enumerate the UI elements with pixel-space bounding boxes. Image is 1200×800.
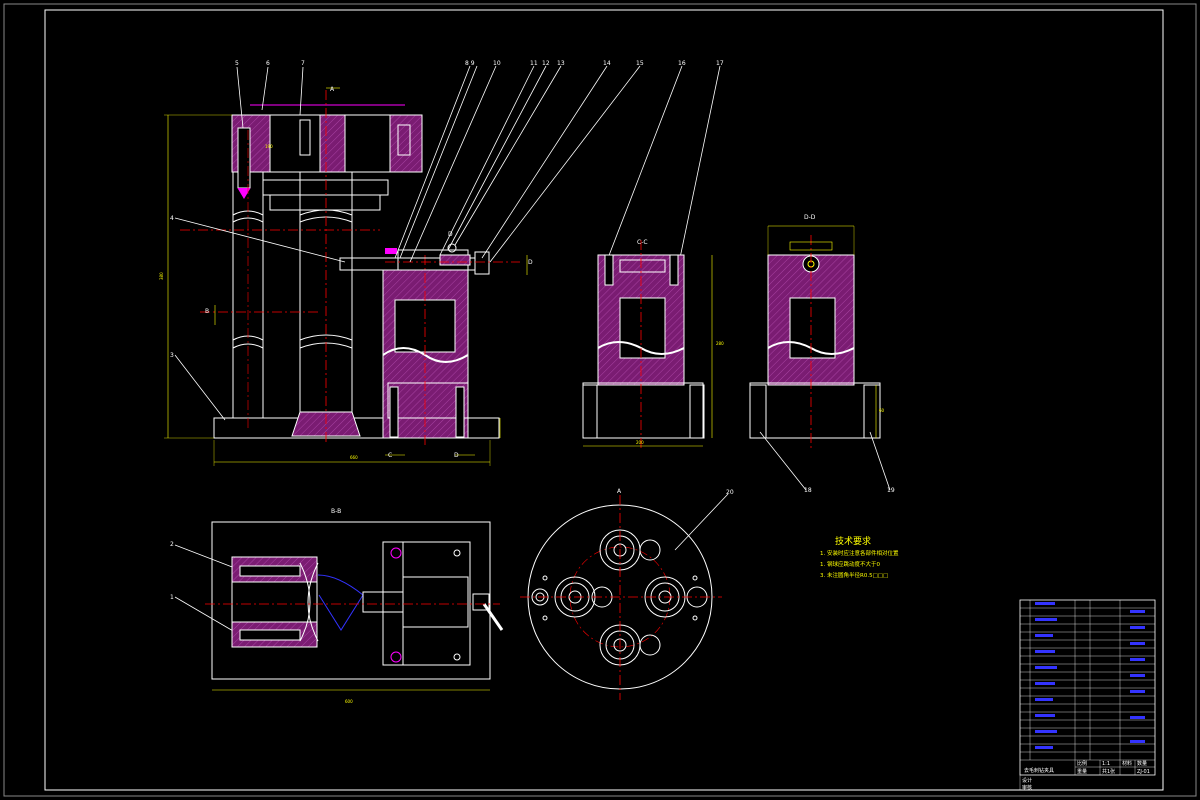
callout-2: 2 [170, 541, 174, 548]
callout-8-9: 8 9 [465, 60, 475, 67]
title-qty-label: 数量 [1137, 760, 1147, 767]
callout-15: 15 [636, 60, 644, 67]
section-labels: A C-C D-D B-B A B D D C D [205, 86, 816, 515]
callout-6: 6 [266, 60, 270, 67]
title-drawing-name: 去毛刺钻夹具 [1024, 767, 1054, 774]
callout-4: 4 [170, 215, 174, 222]
section-a-circle: A [617, 488, 622, 495]
dim-width-bb: 600 [345, 699, 353, 704]
drawing-frame [44, 9, 1164, 791]
tech-requirements: 技术要求 1. 安装时应注意各部件相对位置 1. 钢球应跳动度不大于0 3. 未… [820, 535, 899, 579]
callout-19: 19 [887, 487, 895, 494]
callout-5: 5 [235, 60, 239, 67]
section-d-mark: D [448, 231, 453, 238]
title-material-label: 材料 [1122, 760, 1132, 767]
section-bb-title: B-B [331, 508, 341, 515]
callout-1: 1 [170, 594, 174, 601]
dim-height-cc: 280 [716, 341, 724, 346]
base-plate [213, 417, 500, 439]
title-designer: 设计 [1022, 777, 1032, 784]
section-cc-view [582, 240, 713, 450]
callout-18: 18 [804, 487, 812, 494]
dim-top-width: 190 [265, 144, 273, 149]
dim-height-main: 380 [159, 272, 164, 280]
section-d-mark-2: D [528, 259, 533, 266]
outer-frame [3, 3, 1197, 797]
callout-10: 10 [493, 60, 501, 67]
dim-height-dd: 60 [879, 408, 885, 413]
section-c-bottom: C [388, 452, 392, 459]
leader-lines [174, 65, 891, 636]
title-sheet: 共1张 [1102, 768, 1115, 775]
dimension-texts: 380 660 280 200 600 60 190 [159, 144, 885, 704]
callout-17: 17 [716, 60, 724, 67]
title-scale-label: 比例 [1077, 760, 1087, 767]
callout-7: 7 [301, 60, 305, 67]
front-view [164, 87, 528, 466]
title-block: 去毛刺钻夹具 比例 1:1 材料 数量 重量 共1张 ZJ-01 设计 审核 [1019, 599, 1156, 791]
section-bb-view [205, 521, 504, 691]
tech-line-1: 1. 安装时应注意各部件相对位置 [820, 549, 899, 557]
title-drawing-no: ZJ-01 [1137, 769, 1150, 775]
title-checker: 审核 [1022, 784, 1032, 791]
tech-line-3: 3. 未注圆角半径R0.5□□□ [820, 571, 888, 579]
callout-14: 14 [603, 60, 611, 67]
round-table-view [520, 495, 722, 700]
section-dd-title: D-D [804, 214, 816, 221]
section-d-bottom: D [454, 452, 459, 459]
callout-numbers: 5 6 7 8 9 10 11 12 13 14 15 16 17 4 3 2 … [170, 60, 895, 601]
top-plate [231, 114, 423, 173]
section-cc-title: C-C [637, 239, 648, 246]
tech-title: 技术要求 [835, 535, 871, 547]
callout-20: 20 [726, 489, 734, 496]
section-a-top: A [330, 86, 335, 93]
section-b-mark: B [205, 308, 209, 315]
bottom-boss [291, 411, 361, 437]
section-dd-view [749, 225, 881, 450]
dim-width-cc: 200 [636, 440, 644, 445]
callout-16: 16 [678, 60, 686, 67]
tech-line-2: 1. 钢球应跳动度不大于0 [820, 560, 880, 568]
title-weight-label: 重量 [1077, 768, 1087, 775]
title-scale-value: 1:1 [1102, 761, 1110, 767]
dim-width-main: 660 [350, 455, 358, 460]
callout-12: 12 [542, 60, 550, 67]
callout-13: 13 [557, 60, 565, 67]
callout-11: 11 [530, 60, 538, 67]
callout-3: 3 [170, 352, 174, 359]
